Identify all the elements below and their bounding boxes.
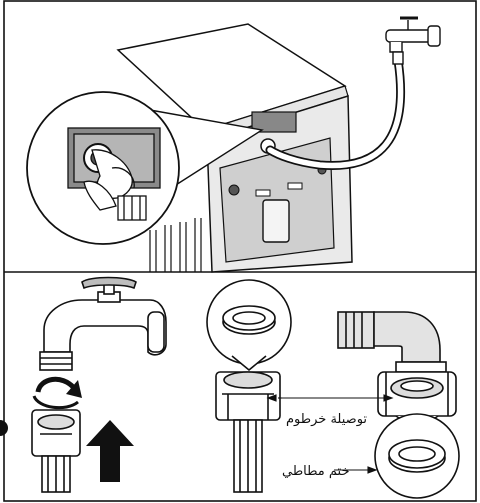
water-tap-icon — [385, 16, 441, 65]
machine-legs — [149, 218, 202, 272]
top-panel — [26, 16, 441, 273]
label-leaders — [266, 394, 394, 474]
rotation-arrow-icon — [32, 376, 82, 410]
inlet-bracket — [251, 111, 297, 133]
zoom-detail — [67, 127, 161, 221]
water-tap — [39, 276, 167, 371]
back-panel-screw — [228, 184, 240, 196]
outer-frame — [3, 0, 477, 502]
back-panel-window — [262, 199, 290, 243]
up-arrow-icon — [86, 420, 134, 482]
rubber-washer-label: ختم مطاطي — [282, 464, 350, 479]
bottom-left-panel — [0, 276, 167, 493]
bottom-right-panel — [337, 311, 460, 499]
hose-coupling-label: توصيلة خرطوم — [286, 412, 368, 427]
hose-coupling-left — [31, 409, 81, 493]
hose-coupling-middle — [215, 371, 281, 493]
hose-coupling-right — [377, 371, 457, 417]
bottom-middle-panel — [206, 279, 292, 493]
elbow-connector — [337, 311, 447, 373]
